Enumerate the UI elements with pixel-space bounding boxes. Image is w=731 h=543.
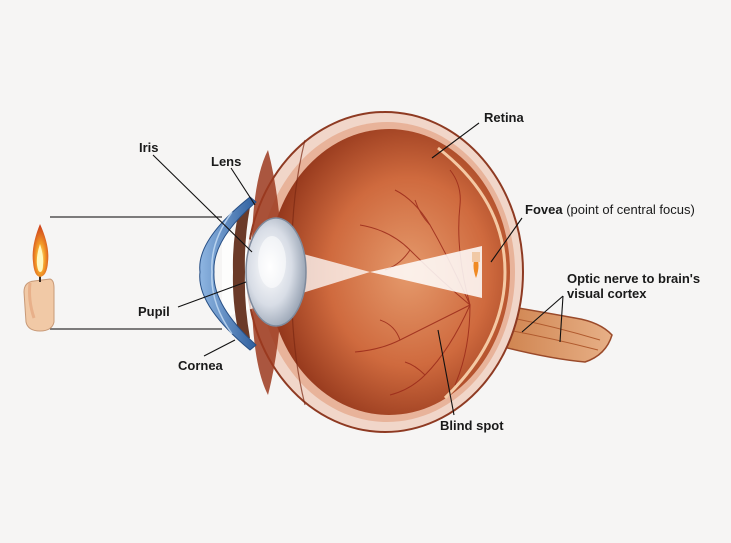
fovea-note: (point of central focus) [566,202,695,217]
leader-optic-nerve-b [559,295,564,343]
label-iris: Iris [139,140,159,155]
leader-retina [431,122,480,159]
label-lens: Lens [211,154,242,169]
iris [232,205,250,340]
label-optic-nerve: Optic nerve to brain's visual cortex [567,271,700,301]
candle-icon [23,224,55,332]
label-retina: Retina [484,110,524,125]
label-fovea: Fovea (point of central focus) [525,202,695,217]
fovea-image [472,252,480,278]
leader-optic-nerve-a [521,295,564,333]
leader-fovea [490,217,523,263]
fovea-title: Fovea [525,202,563,217]
label-blind-spot: Blind spot [440,418,504,433]
light-rays [50,216,222,330]
leader-lines [152,122,564,416]
leader-pupil [177,281,247,308]
optic-nerve-line1: Optic nerve to brain's [567,271,701,286]
leader-blind-spot [437,329,455,416]
optic-nerve-line2: visual cortex [567,286,647,301]
label-pupil: Pupil [138,304,170,319]
leader-lens [230,167,256,206]
leader-cornea [203,339,236,357]
leader-iris [152,154,253,253]
label-cornea: Cornea [178,358,223,373]
lens [245,217,307,327]
cornea [199,196,257,351]
